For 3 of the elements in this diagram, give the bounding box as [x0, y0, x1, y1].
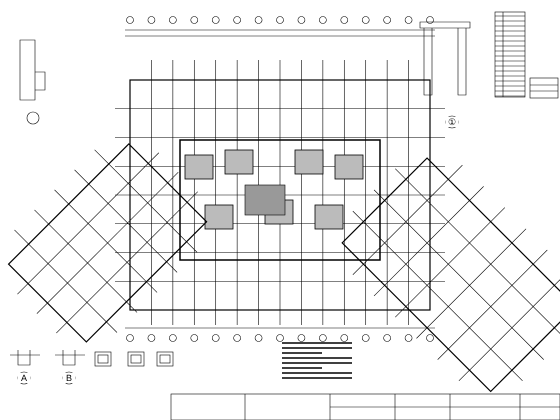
- callout-letter: A: [18, 373, 30, 383]
- callout-letter: B: [63, 373, 75, 383]
- detail-number: ①: [446, 117, 458, 127]
